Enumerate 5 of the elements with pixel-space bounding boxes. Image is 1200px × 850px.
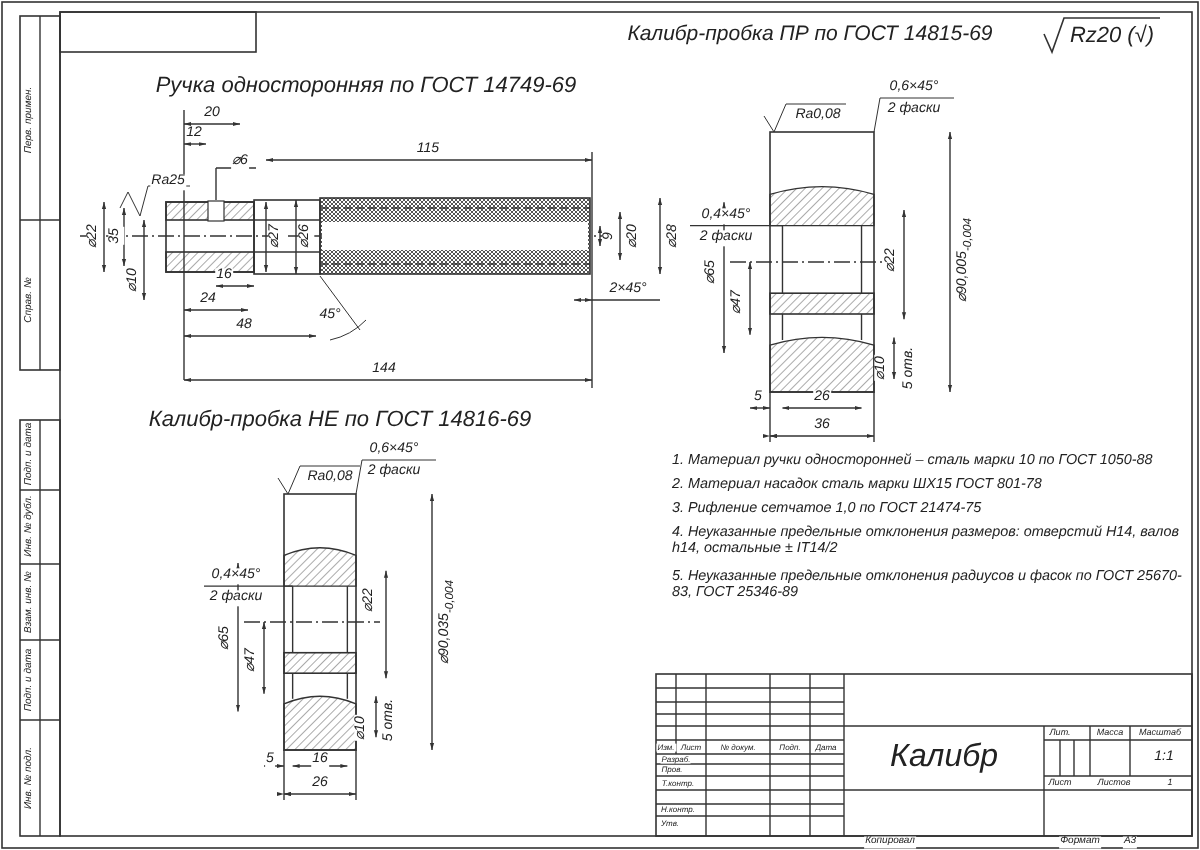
view-title: Калибр-пробка НЕ по ГОСТ 14816-69 (147, 407, 533, 433)
view-title: Ручка односторонняя по ГОСТ 14749-69 (154, 73, 578, 99)
surface-roughness-label: Rz20 (√) (1068, 23, 1156, 49)
view-title: Калибр-пробка ПР по ГОСТ 14815-69 (626, 24, 994, 48)
drawing-name: Калибр (889, 740, 999, 776)
